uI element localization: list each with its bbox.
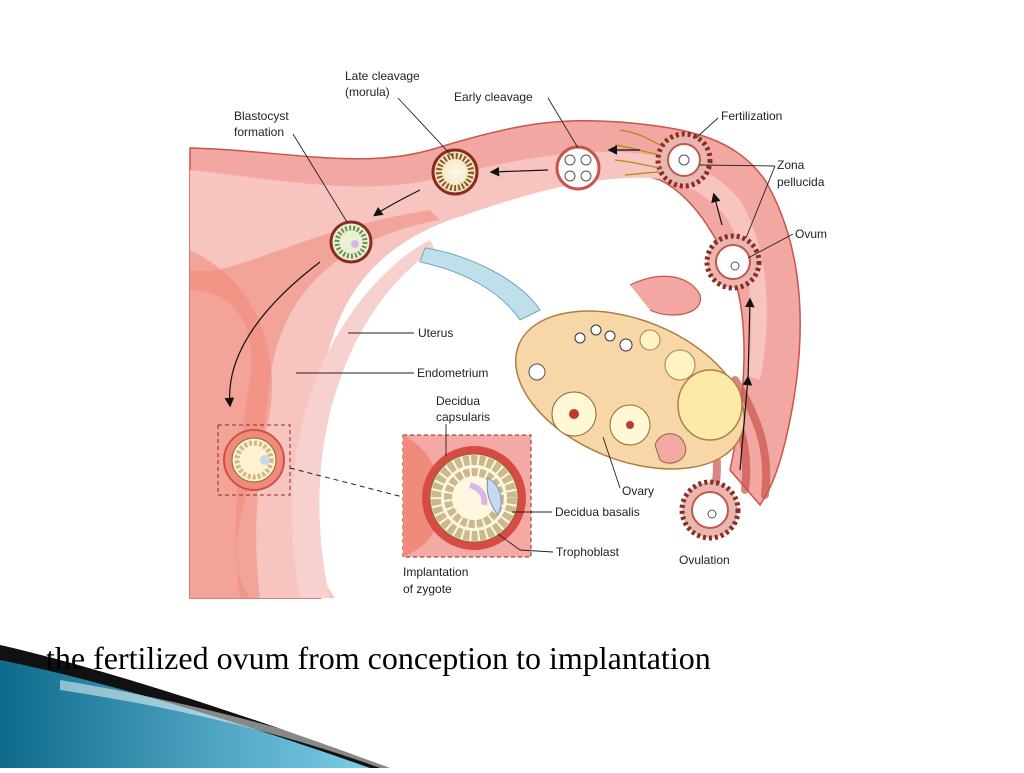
slide-decoration xyxy=(0,645,400,768)
follicle xyxy=(619,338,633,352)
ovary xyxy=(514,310,746,470)
inset-connector xyxy=(289,467,404,498)
arrow xyxy=(224,261,321,408)
label-pellucida: pellucida xyxy=(777,175,825,189)
arrow xyxy=(745,297,755,381)
label-implantation: Implantation xyxy=(403,565,468,579)
corpus-albicans xyxy=(654,433,687,464)
label-decidua-basalis: Decidua basalis xyxy=(555,505,640,519)
label-morula: (morula) xyxy=(345,85,390,99)
arrow xyxy=(711,192,723,226)
cell-implantation-small xyxy=(217,424,291,496)
implantation-inset xyxy=(289,434,532,558)
follicle xyxy=(590,324,602,336)
cell-fertilization xyxy=(614,129,713,189)
follicle xyxy=(604,330,616,342)
label-zona: Zona xyxy=(777,158,805,172)
label-decidua: Decidua xyxy=(436,394,480,408)
endometrium-inner xyxy=(190,210,440,598)
cell-ovum xyxy=(704,233,762,291)
label-endometrium: Endometrium xyxy=(417,366,488,380)
cell-ovulation xyxy=(679,479,741,541)
arrow xyxy=(373,189,421,217)
label-ovary: Ovary xyxy=(622,484,654,498)
fimbria-lobe xyxy=(629,275,701,316)
leader-lines xyxy=(292,97,794,553)
label-fertilization: Fertilization xyxy=(721,109,782,123)
cell-early-cleavage xyxy=(555,145,601,191)
mature-follicle xyxy=(677,369,743,441)
labels: Late cleavage (morula) Early cleavage Fe… xyxy=(234,69,827,596)
slide-caption: the fertilized ovum from conception to i… xyxy=(46,640,711,676)
follicle xyxy=(664,349,696,381)
label-ovum: Ovum xyxy=(795,227,827,241)
follicle xyxy=(639,329,661,351)
label-ovulation: Ovulation xyxy=(679,553,730,567)
corpus-luteum-core xyxy=(569,409,579,419)
label-uterus: Uterus xyxy=(418,326,453,340)
label-capsularis: capsularis xyxy=(436,410,490,424)
label-formation: formation xyxy=(234,125,284,139)
arrow xyxy=(489,166,549,177)
label-late-cleavage: Late cleavage xyxy=(345,69,420,83)
uterus-cavity xyxy=(291,240,435,598)
label-blastocyst: Blastocyst xyxy=(234,109,289,123)
follicle xyxy=(574,332,586,344)
label-of-zygote: of zygote xyxy=(403,582,452,596)
cell-morula xyxy=(431,148,479,196)
tube-inner xyxy=(190,151,767,598)
label-early-cleavage: Early cleavage xyxy=(454,90,533,104)
corpus-luteum-core xyxy=(626,421,634,429)
label-trophoblast: Trophoblast xyxy=(556,545,620,559)
arrows xyxy=(224,145,755,471)
ovarian-ligament xyxy=(419,247,541,321)
cell-blastocyst xyxy=(329,220,373,264)
follicle xyxy=(528,363,546,381)
arrow xyxy=(739,375,753,471)
